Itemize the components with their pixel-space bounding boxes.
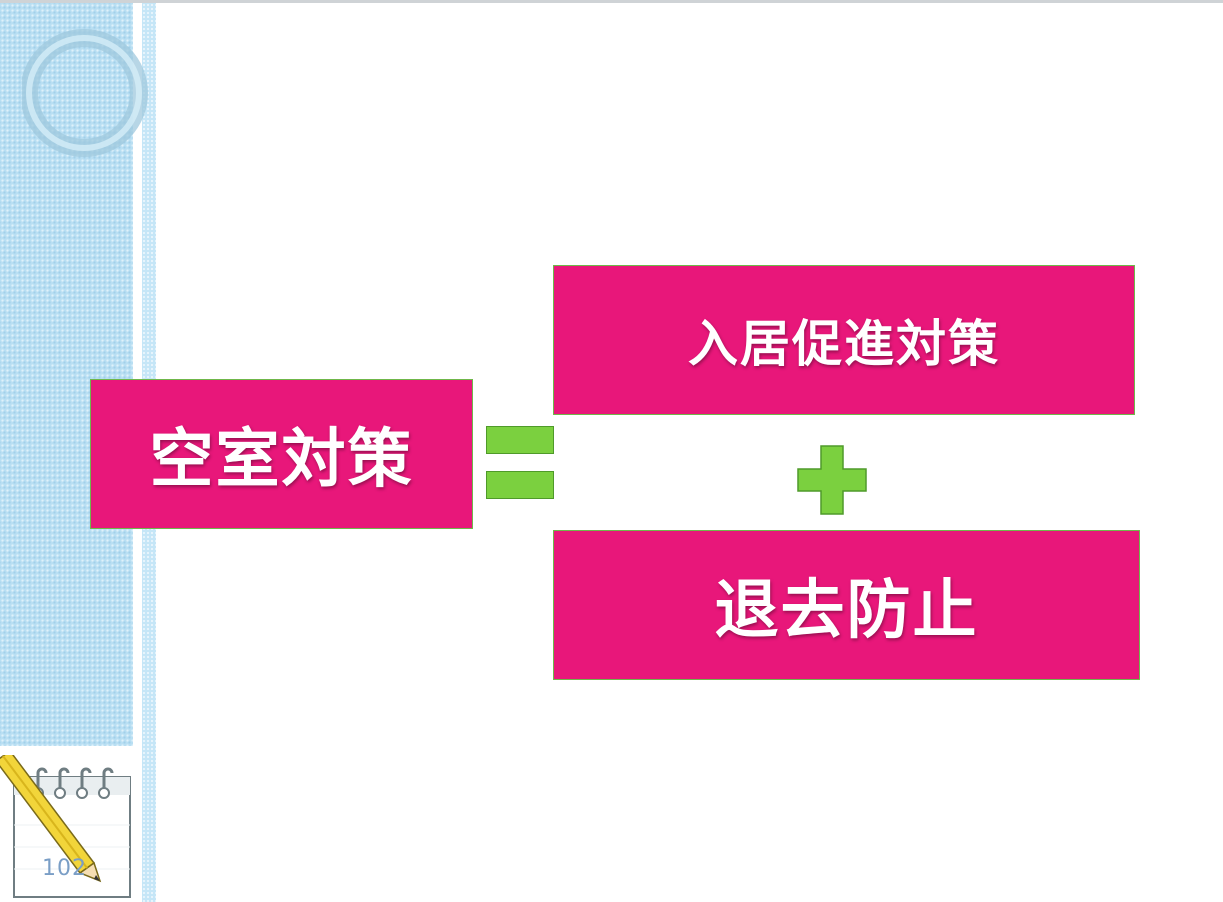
notepad-pencil-icon bbox=[0, 755, 131, 898]
move-out-prevention-box: 退去防止 bbox=[553, 530, 1140, 680]
plus-sign-icon bbox=[797, 445, 867, 515]
equals-sign-icon bbox=[486, 426, 554, 454]
move-out-prevention-label: 退去防止 bbox=[714, 574, 979, 648]
top-border bbox=[0, 0, 1223, 3]
page-number: 102 bbox=[42, 856, 87, 881]
sidebar-pattern bbox=[0, 3, 133, 746]
vacancy-measures-label: 空室対策 bbox=[149, 423, 414, 497]
occupancy-promotion-box: 入居促進対策 bbox=[553, 265, 1135, 415]
vacancy-measures-box: 空室対策 bbox=[90, 379, 473, 529]
equals-sign-icon bbox=[486, 471, 554, 499]
occupancy-promotion-label: 入居促進対策 bbox=[688, 315, 1000, 373]
